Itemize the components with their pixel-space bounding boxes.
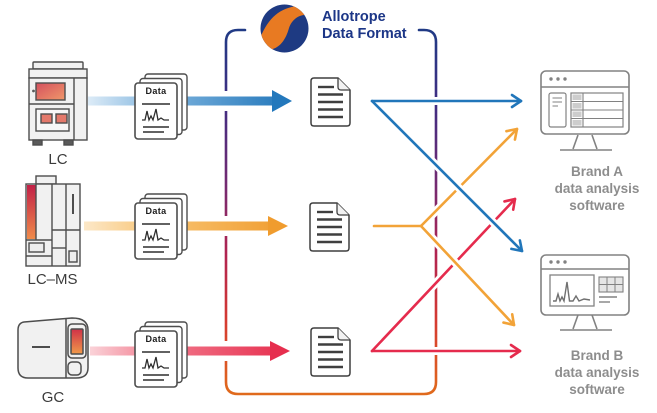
instrument-label-gc: GC xyxy=(41,389,65,406)
brand-a-monitor-icon xyxy=(540,70,630,151)
data-file-label-1: Data xyxy=(145,86,167,96)
adf-document-icon-3 xyxy=(310,327,351,377)
adf-to-brand-orange-arrows xyxy=(372,127,519,327)
brand-b-line-3: software xyxy=(569,382,625,397)
lcms-instrument-icon xyxy=(25,175,81,267)
gc-instrument-icon xyxy=(17,317,89,379)
data-file-label-2: Data xyxy=(145,206,167,216)
data-file-stack-icon-lc xyxy=(134,73,188,140)
lc-instrument-icon xyxy=(28,61,88,146)
brand-a-label: Brand A data analysis software xyxy=(541,163,653,214)
brand-a-line-1: Brand A xyxy=(570,164,623,179)
brand-b-label: Brand B data analysis software xyxy=(541,347,653,398)
data-file-stack-icon-gc xyxy=(134,321,188,388)
data-file-stack-icon-lcms xyxy=(134,193,188,260)
adf-bracket-frame xyxy=(224,28,438,396)
flow-arrow-lc-to-adf xyxy=(86,90,294,112)
brand-b-line-2: data analysis xyxy=(554,365,640,380)
instrument-label-lcms: LC–MS xyxy=(27,271,78,288)
logo-line-1: Allotrope xyxy=(322,9,386,25)
brand-b-monitor-icon xyxy=(540,254,630,331)
brand-a-line-2: data analysis xyxy=(554,181,640,196)
brand-a-line-3: software xyxy=(569,198,625,213)
adf-document-icon-1 xyxy=(310,77,351,127)
adf-document-icon-2 xyxy=(309,202,350,252)
adf-to-brand-blue-arrows xyxy=(369,93,524,253)
allotrope-logo-wordmark: Allotrope Data Format xyxy=(322,9,407,43)
instrument-label-lc: LC xyxy=(48,151,68,168)
data-file-label-3: Data xyxy=(145,334,167,344)
brand-b-line-1: Brand B xyxy=(570,348,624,363)
allotrope-logo-icon xyxy=(260,4,309,53)
flow-arrow-gc-to-adf xyxy=(88,341,294,361)
logo-line-2: Data Format xyxy=(322,26,407,42)
